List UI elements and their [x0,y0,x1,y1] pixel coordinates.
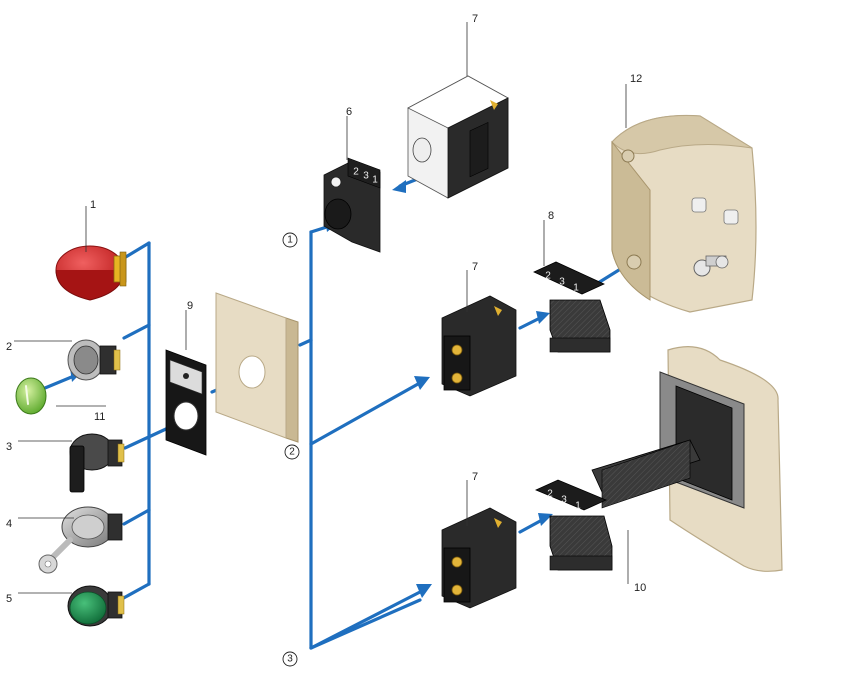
callout-label: 1 [90,199,96,211]
green-lens-cap [15,377,47,415]
terminal-marking: 3 [363,171,369,182]
terminal-marking: 1 [575,501,581,512]
callout-label: 7 [472,261,478,273]
terminal-marking: 2 [353,167,359,178]
pushbutton-actuator [67,339,121,381]
terminal-marking: 3 [559,277,565,288]
terminal-marking: 2 [547,489,553,500]
emergency-stop-button [55,245,127,301]
callout-label: 4 [6,518,12,530]
selector-switch-actuator [69,433,125,493]
arrowhead [392,180,406,193]
callout-label: 5 [6,593,12,605]
callout-label: 7 [472,13,478,25]
step2-branch [309,382,420,446]
arrow-contact-to-rail-adapter [518,518,544,534]
mounting-panel [215,292,299,443]
step-marker-2: 2 [284,444,300,460]
contact-block-bottom [441,507,517,609]
panel-connector [298,338,313,347]
arrowhead [536,311,550,324]
arrow-lens-to-actuator [43,374,76,390]
step-number: 2 [289,447,295,458]
callout-label: 7 [472,471,478,483]
callout-label: 6 [346,106,352,118]
contact-block-holder: 2 3 1 [323,157,381,253]
arrowhead [414,376,430,390]
callout-label: 12 [630,73,642,85]
callout-labels: 1 2 3 4 5 6 7 7 7 8 9 10 11 12 [6,13,646,605]
step-marker-3: 3 [282,651,298,667]
flow-lines [43,176,690,650]
key-switch-actuator [38,506,123,574]
actuator-5-connector [118,582,151,602]
terminal-marking: 2 [545,271,551,282]
leader-lines [14,22,629,594]
contact-block-middle [441,295,517,397]
legend-front-plate [165,349,207,456]
callout-label: 3 [6,441,12,453]
step3-branch-arrow [309,590,422,650]
rail-mounting-adapter: 2 3 1 [534,346,783,572]
step-markers: 1 2 3 [282,232,300,667]
arrow-contact-to-adapter [518,316,542,330]
surface-mount-enclosure [611,114,757,313]
terminal-marking: 1 [372,175,378,186]
contact-adapter: 2 3 1 [533,261,611,353]
step-number: 1 [287,235,293,246]
actuator-1-connector [122,241,151,260]
actuator-4-connector [122,508,151,526]
step-marker-1: 1 [282,232,298,248]
arrowhead [538,513,553,526]
callout-label: 9 [187,300,193,312]
callout-label: 2 [6,341,12,353]
step-number: 3 [287,654,293,665]
illuminated-green-pushbutton [67,585,125,627]
callout-label: 8 [548,210,554,222]
terminal-marking: 1 [573,283,579,294]
actuator-2-connector [122,323,151,340]
contact-block-housing [407,75,509,199]
terminal-marking: 3 [561,495,567,506]
callout-label: 10 [634,582,646,594]
arrowhead [416,584,432,598]
callout-label: 11 [94,411,105,423]
